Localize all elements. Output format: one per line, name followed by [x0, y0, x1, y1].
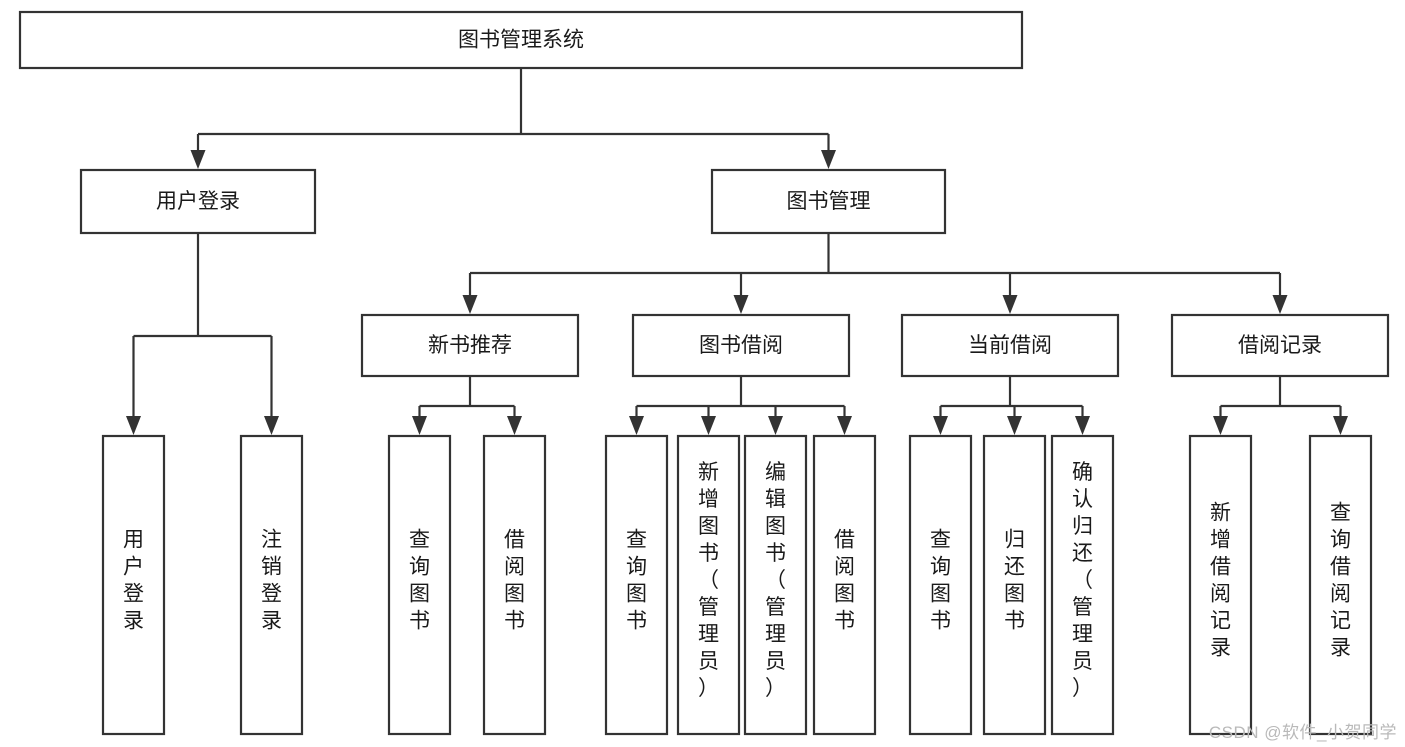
- node-borrow-record[interactable]: 借阅记录: [1170, 313, 1390, 378]
- arrow-head-icon: [1075, 416, 1090, 435]
- arrow-head-icon: [507, 416, 522, 435]
- arrow-head-icon: [821, 150, 836, 169]
- node-leaf-user-login[interactable]: 用户登录: [101, 434, 166, 736]
- node-box: [387, 434, 452, 736]
- node-box: [482, 434, 547, 736]
- node-label: 新增图书（管理员）: [698, 461, 719, 700]
- node-label: 用户登录: [156, 190, 240, 213]
- node-current-borrow[interactable]: 当前借阅: [900, 313, 1120, 378]
- node-root[interactable]: 图书管理系统: [18, 10, 1024, 70]
- node-box: [1188, 434, 1253, 736]
- node-label: 归还图书: [1004, 529, 1025, 633]
- arrow-head-icon: [1272, 295, 1288, 314]
- connector-layer: [126, 68, 1348, 435]
- arrow-head-icon: [412, 416, 427, 435]
- node-leaf-logout[interactable]: 注销登录: [239, 434, 304, 736]
- node-leaf-borrow-book-recommend[interactable]: 借阅图书: [482, 434, 547, 736]
- node-new-book-recommend[interactable]: 新书推荐: [360, 313, 580, 378]
- arrow-head-icon: [768, 416, 783, 435]
- node-label: 查询图书: [930, 529, 951, 633]
- node-label: 新书推荐: [428, 334, 512, 357]
- node-box: [101, 434, 166, 736]
- node-box: [812, 434, 877, 736]
- node-label: 查询图书: [626, 529, 647, 633]
- arrow-head-icon: [933, 416, 948, 435]
- node-book-management[interactable]: 图书管理: [710, 168, 947, 235]
- arrow-head-icon: [837, 416, 852, 435]
- node-label: 图书管理系统: [458, 29, 584, 52]
- node-book-borrow[interactable]: 图书借阅: [631, 313, 851, 378]
- node-box: [982, 434, 1047, 736]
- node-label: 用户登录: [123, 529, 144, 633]
- arrow-head-icon: [190, 150, 206, 169]
- node-label: 查询图书: [409, 529, 430, 633]
- node-leaf-query-book-recommend[interactable]: 查询图书: [387, 434, 452, 736]
- node-label: 借阅记录: [1238, 334, 1322, 357]
- node-leaf-borrow-book[interactable]: 借阅图书: [812, 434, 877, 736]
- node-box: [743, 434, 808, 736]
- node-box: [900, 313, 1120, 378]
- node-leaf-query-record[interactable]: 查询借阅记录: [1308, 434, 1373, 736]
- node-label: 查询借阅记录: [1330, 502, 1351, 660]
- arrow-head-icon: [701, 416, 716, 435]
- arrow-head-icon: [1333, 416, 1348, 435]
- node-box: [1170, 313, 1390, 378]
- node-box: [239, 434, 304, 736]
- node-user-login[interactable]: 用户登录: [79, 168, 317, 235]
- node-label: 图书借阅: [699, 334, 783, 357]
- node-box: [18, 10, 1024, 70]
- arrow-head-icon: [126, 416, 141, 435]
- node-box: [1308, 434, 1373, 736]
- node-box: [604, 434, 669, 736]
- arrow-head-icon: [264, 416, 279, 435]
- arrow-head-icon: [1002, 295, 1018, 314]
- node-label: 当前借阅: [968, 334, 1052, 357]
- node-box: [1050, 434, 1115, 736]
- node-box: [710, 168, 947, 235]
- node-label: 借阅图书: [504, 529, 525, 633]
- node-leaf-query-book-borrow[interactable]: 查询图书: [604, 434, 669, 736]
- node-leaf-edit-book[interactable]: 编辑图书（管理员）: [743, 434, 808, 736]
- arrow-head-icon: [462, 295, 478, 314]
- arrow-head-icon: [1007, 416, 1022, 435]
- node-leaf-confirm-return[interactable]: 确认归还（管理员）: [1050, 434, 1115, 736]
- node-label: 图书管理: [787, 190, 871, 213]
- node-leaf-return-book[interactable]: 归还图书: [982, 434, 1047, 736]
- node-label: 新增借阅记录: [1210, 502, 1231, 660]
- node-box: [360, 313, 580, 378]
- node-box: [908, 434, 973, 736]
- watermark-text: CSDN @软件_小贺同学: [1208, 723, 1397, 742]
- arrow-head-icon: [1213, 416, 1228, 435]
- node-label: 编辑图书（管理员）: [765, 461, 786, 700]
- node-box: [79, 168, 317, 235]
- arrow-head-icon: [629, 416, 644, 435]
- node-box: [676, 434, 741, 736]
- node-label: 确认归还（管理员）: [1072, 461, 1093, 700]
- node-label: 借阅图书: [834, 529, 855, 633]
- arrow-head-icon: [733, 295, 749, 314]
- node-leaf-add-book[interactable]: 新增图书（管理员）: [676, 434, 741, 736]
- node-leaf-query-book-current[interactable]: 查询图书: [908, 434, 973, 736]
- node-leaf-add-record[interactable]: 新增借阅记录: [1188, 434, 1253, 736]
- node-label: 注销登录: [261, 529, 282, 633]
- node-box: [631, 313, 851, 378]
- node-layer: 图书管理系统用户登录图书管理新书推荐图书借阅当前借阅借阅记录用户登录注销登录查询…: [18, 10, 1390, 736]
